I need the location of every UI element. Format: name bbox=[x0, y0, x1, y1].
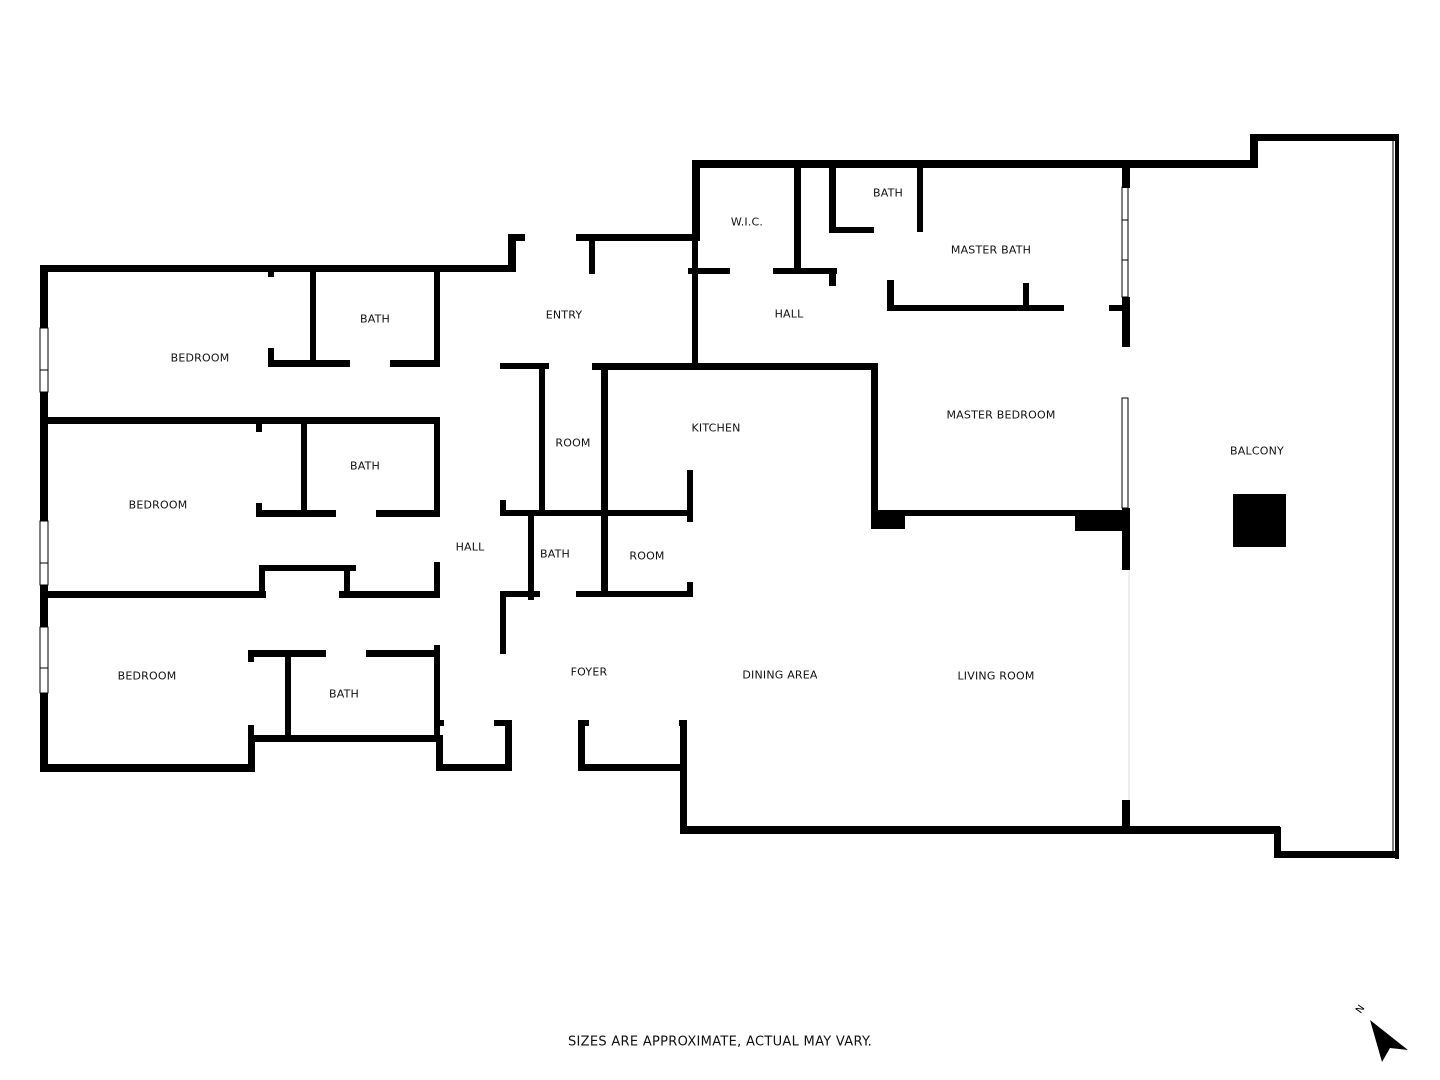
room-label-living-room: LIVING ROOM bbox=[957, 669, 1035, 683]
windows bbox=[39, 141, 1394, 851]
room-label-bedroom-1: BEDROOM bbox=[170, 351, 230, 365]
room-label-bath-4: BATH bbox=[328, 687, 360, 701]
room-label-room-1: ROOM bbox=[555, 436, 591, 450]
disclaimer-text: SIZES ARE APPROXIMATE, ACTUAL MAY VARY. bbox=[567, 1034, 873, 1050]
room-label-balcony: BALCONY bbox=[1230, 444, 1284, 458]
room-label-bath-3: BATH bbox=[539, 547, 571, 561]
room-label-entry: ENTRY bbox=[545, 308, 583, 322]
room-label-kitchen: KITCHEN bbox=[691, 421, 741, 435]
room-label-hall-upper: HALL bbox=[774, 307, 804, 321]
room-label-master-bath: MASTER BATH bbox=[950, 243, 1032, 257]
north-arrow-icon bbox=[1370, 1020, 1408, 1062]
room-label-bedroom-2: BEDROOM bbox=[128, 498, 188, 512]
room-label-master-bedroom: MASTER BEDROOM bbox=[946, 408, 1056, 422]
room-label-bath-master-wc: BATH bbox=[872, 186, 904, 200]
room-label-bath-2: BATH bbox=[349, 459, 381, 473]
room-label-dining-area: DINING AREA bbox=[742, 668, 818, 682]
room-label-hall-main: HALL bbox=[455, 540, 485, 554]
room-label-bath-1: BATH bbox=[359, 312, 391, 326]
room-label-bedroom-3: BEDROOM bbox=[117, 669, 177, 683]
interior-walls bbox=[40, 160, 1286, 834]
exterior-walls bbox=[40, 134, 1399, 859]
room-label-wic: W.I.C. bbox=[730, 215, 764, 229]
room-label-room-2: ROOM bbox=[629, 549, 665, 563]
room-label-foyer: FOYER bbox=[570, 665, 608, 679]
